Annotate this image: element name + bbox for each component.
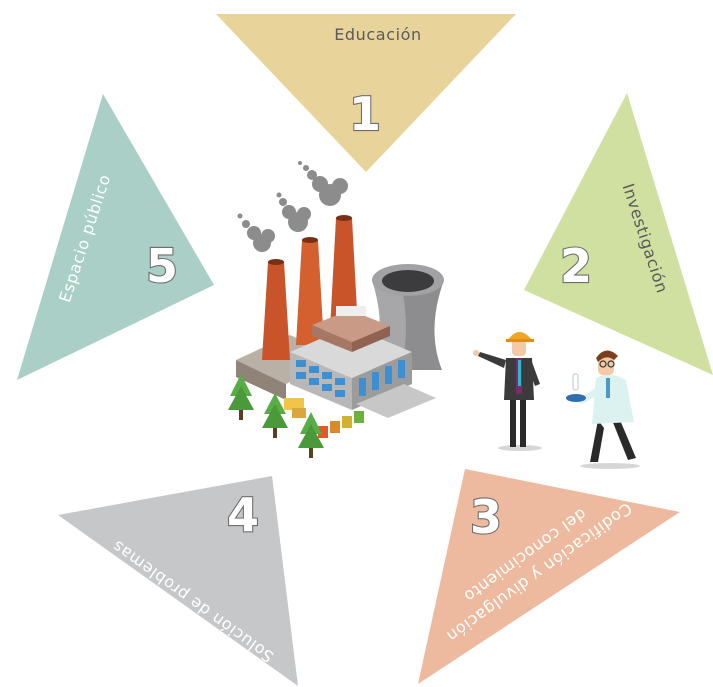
segment-5-number: 5 xyxy=(146,239,178,293)
segment-3-triangle xyxy=(418,469,680,684)
segment-1-triangle xyxy=(216,14,516,172)
segment-espacio-publico: Espacio público 5 xyxy=(17,94,214,380)
segment-4-triangle xyxy=(58,476,298,686)
segment-solucion: Solución de problemas 4 xyxy=(58,476,298,686)
segment-investigacion: Investigación 2 xyxy=(524,93,713,375)
scientist-icon xyxy=(566,350,640,469)
segment-educacion: Educación 1 xyxy=(216,14,516,172)
segment-3-number: 3 xyxy=(470,490,502,544)
segment-1-number: 1 xyxy=(349,87,381,141)
segment-2-triangle xyxy=(524,93,713,375)
segment-4-number: 4 xyxy=(227,488,259,542)
segment-1-label: Educación xyxy=(334,25,422,44)
engineer-icon xyxy=(473,332,542,451)
tree-icon xyxy=(228,374,324,458)
factory-icon xyxy=(236,161,444,438)
segment-5-triangle xyxy=(17,94,214,380)
segment-2-number: 2 xyxy=(560,239,592,293)
segment-codificacion: Codificación y divulgación del conocimie… xyxy=(418,469,680,684)
